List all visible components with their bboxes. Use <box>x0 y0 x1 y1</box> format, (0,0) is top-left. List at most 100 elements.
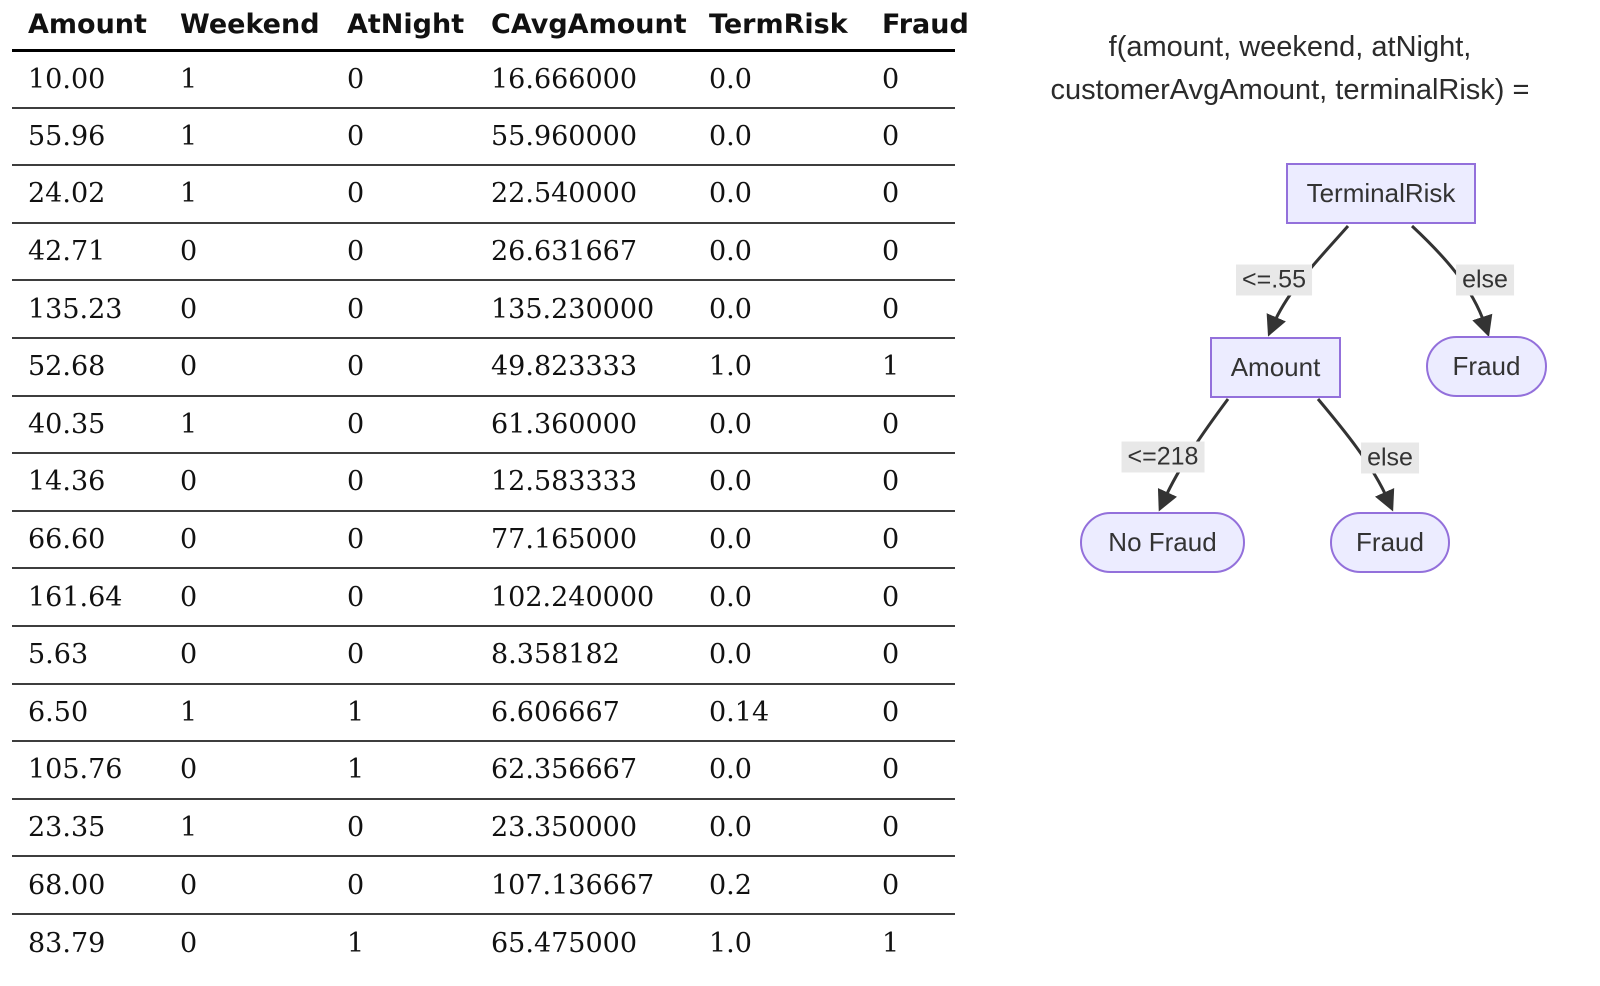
table-cell: 0 <box>331 280 475 339</box>
table-cell: 6.606667 <box>475 683 693 743</box>
table-cell: 0 <box>331 510 475 570</box>
table-cell: 0 <box>866 107 955 167</box>
table-cell: 0 <box>331 50 475 109</box>
column-header-weekend: Weekend <box>164 0 331 52</box>
table-cell: 0 <box>164 625 331 685</box>
table-cell: 0 <box>866 50 955 109</box>
table-cell: 83.79 <box>28 927 106 959</box>
table-cell: 0 <box>331 337 475 397</box>
table-cell: 0.0 <box>693 798 866 858</box>
table-cell: 55.96 <box>12 107 164 167</box>
table-cell: 0 <box>164 856 331 915</box>
tree-node-no-fraud: No Fraud <box>1080 512 1245 573</box>
table-cell: 1 <box>164 395 331 455</box>
tree-node-amount: Amount <box>1210 337 1341 398</box>
table-cell: 49.823333 <box>475 337 693 397</box>
table-cell: 0 <box>866 453 955 512</box>
table-cell: 26.631667 <box>475 222 693 282</box>
table-cell: 1.0 <box>693 337 866 397</box>
table-cell: 135.230000 <box>475 280 693 339</box>
table-cell: 0.0 <box>693 510 866 570</box>
table-cell: 0.0 <box>693 280 866 339</box>
table-cell: 0 <box>331 222 475 282</box>
table-cell: 135.23 <box>12 280 164 339</box>
table-cell: 1 <box>164 50 331 109</box>
table-cell: 0 <box>866 222 955 282</box>
table-cell: 0 <box>331 798 475 858</box>
table-cell: 0 <box>866 798 955 858</box>
table-cell: 0 <box>866 395 955 455</box>
table-cell: 0 <box>331 107 475 167</box>
table-cell: 1 <box>164 683 331 743</box>
table-cell: 0.0 <box>693 568 866 627</box>
table-cell: 0 <box>164 453 331 512</box>
table-cell: 0.14 <box>693 683 866 743</box>
table-cell: 0 <box>866 625 955 685</box>
column-header-atnight: AtNight <box>331 0 475 52</box>
column-header-fraud: Fraud <box>866 0 969 52</box>
table-cell: 77.165000 <box>475 510 693 570</box>
table-cell: 0 <box>164 337 331 397</box>
table-cell: 1 <box>164 798 331 858</box>
table-cell: 0.2 <box>693 856 866 915</box>
function-signature: f(amount, weekend, atNight, customerAvgA… <box>990 26 1590 112</box>
table-cell: 0 <box>331 856 475 915</box>
table-cell: 52.68 <box>12 337 164 397</box>
table-cell: 1 <box>347 927 365 959</box>
table-cell: 1.0 <box>709 927 752 959</box>
table-cell: 0 <box>331 568 475 627</box>
table-cell: 0 <box>164 222 331 282</box>
table-cell: 1 <box>866 337 955 397</box>
table-cell: 12.583333 <box>475 453 693 512</box>
function-signature-line1: f(amount, weekend, atNight, <box>1108 31 1472 63</box>
table-cell: 0.0 <box>693 50 866 109</box>
table-cell: 61.360000 <box>475 395 693 455</box>
tree-node-terminalrisk: TerminalRisk <box>1286 163 1476 224</box>
edge-label-amount-else: else <box>1361 442 1419 474</box>
table-cell: 0 <box>164 510 331 570</box>
table-cell: 16.666000 <box>475 50 693 109</box>
table-cell: 1 <box>882 927 900 959</box>
table-cell: 1 <box>164 107 331 167</box>
table-cell: 0 <box>164 280 331 339</box>
table-cell: 1 <box>331 683 475 743</box>
table-cell: 161.64 <box>12 568 164 627</box>
table-cell: 0.0 <box>693 107 866 167</box>
table-cell: 0.0 <box>693 395 866 455</box>
edge-label-amount-le: <=218 <box>1121 441 1205 473</box>
table-cell: 68.00 <box>12 856 164 915</box>
table-cell: 107.136667 <box>475 856 693 915</box>
table-cell: 10.00 <box>12 50 164 109</box>
table-cell: 0.0 <box>693 222 866 282</box>
table-cell: 62.356667 <box>475 741 693 800</box>
table-cell: 0 <box>866 568 955 627</box>
table-cell: 1 <box>331 741 475 800</box>
table-cell: 66.60 <box>12 510 164 570</box>
table-cell: 105.76 <box>12 741 164 800</box>
function-signature-line2: customerAvgAmount, terminalRisk) = <box>1050 74 1530 106</box>
table-cell: 65.475000 <box>491 927 638 959</box>
table-cell: 42.71 <box>12 222 164 282</box>
table-cell: 0 <box>866 856 955 915</box>
table-cell: 0 <box>866 165 955 224</box>
table-cell: 0 <box>866 741 955 800</box>
table-cell: 0 <box>866 510 955 570</box>
table-cell: 14.36 <box>12 453 164 512</box>
table-cell: 0.0 <box>693 453 866 512</box>
table-cell: 102.240000 <box>475 568 693 627</box>
